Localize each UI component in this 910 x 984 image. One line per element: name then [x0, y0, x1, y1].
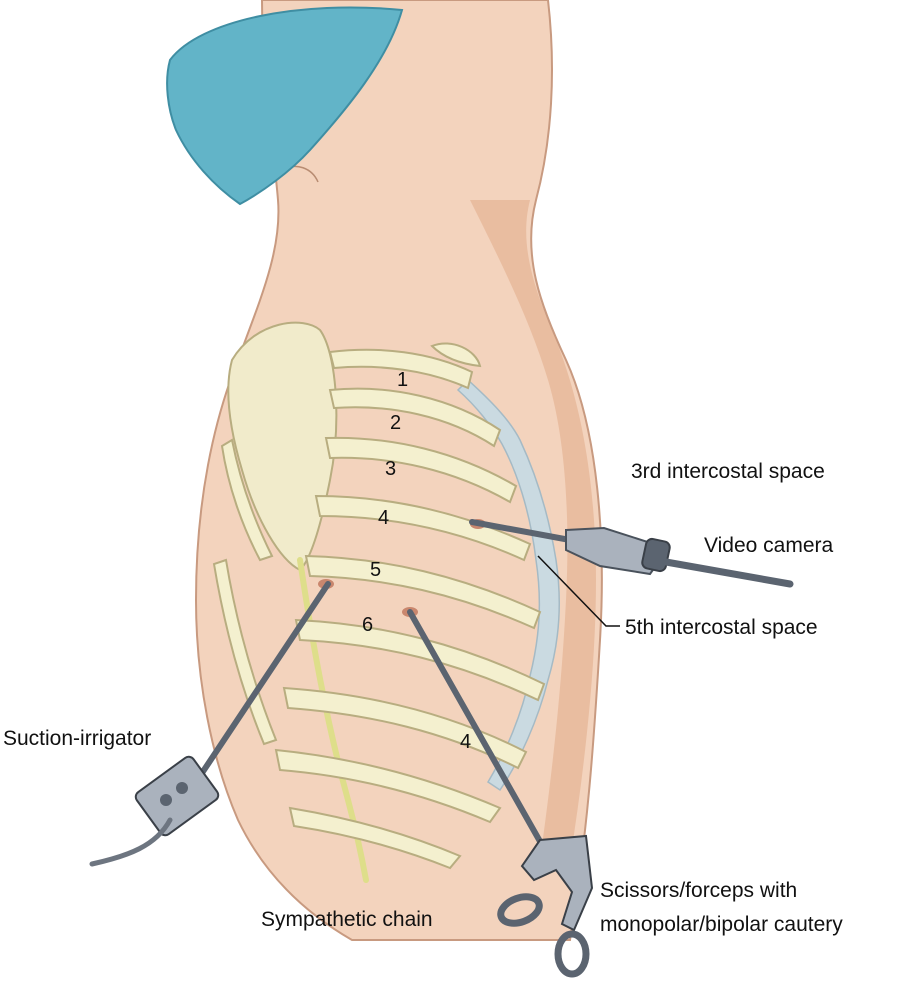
rib-8: [274, 748, 502, 824]
rib-back-lower: [212, 558, 278, 746]
rib-number-4-anterior: 4: [460, 731, 471, 753]
label-scissors-line-2: monopolar/bipolar cautery: [600, 913, 843, 936]
scissors-forceps-instrument: [407, 609, 594, 978]
rib-number-4: 4: [378, 507, 389, 529]
suction-shaft: [193, 581, 331, 785]
rib-1: [328, 348, 474, 390]
camera-cable: [662, 558, 794, 588]
suction-button-1: [160, 794, 172, 806]
rib-2: [328, 387, 502, 448]
labels: 3rd intercostal space Video camera 5th i…: [3, 460, 843, 936]
scissors-shaft: [407, 609, 549, 855]
label-video-camera: Video camera: [704, 534, 834, 557]
label-scissors-line-1: Scissors/forceps with: [600, 879, 797, 902]
rib-6: [294, 618, 546, 702]
rib-number-2: 2: [390, 412, 401, 434]
scissors-ring-left: [497, 893, 543, 927]
rib-5: [304, 554, 542, 630]
rib-number-1: 1: [397, 369, 408, 391]
rib-back-upper: [220, 438, 274, 562]
surgical-drape: [166, 6, 404, 206]
rib-4: [314, 494, 532, 562]
rib-3: [324, 436, 518, 504]
rib-cage: [212, 342, 546, 870]
torso-shadow: [470, 200, 596, 860]
suction-handle: [134, 755, 220, 837]
rib-number-6: 6: [362, 614, 373, 636]
scapula: [227, 321, 338, 572]
scissors-handle: [520, 834, 594, 932]
suction-tubing: [89, 817, 173, 867]
rib-1-tip: [430, 342, 482, 368]
rib-number-3: 3: [385, 458, 396, 480]
video-camera-instrument: [469, 519, 794, 588]
leader-line-5th-intercostal: [537, 555, 620, 627]
rib-7: [282, 686, 528, 770]
rib-9: [288, 806, 462, 870]
label-sympathetic-chain: Sympathetic chain: [261, 908, 433, 931]
suction-button-2: [176, 782, 188, 794]
camera-coupler: [641, 537, 671, 573]
label-5th-intercostal-space: 5th intercostal space: [625, 616, 818, 639]
rib-number-5: 5: [370, 559, 381, 581]
scissors-ring-lower: [554, 930, 590, 978]
rib-number-labels: 1 2 3 4 5 6 4: [362, 369, 471, 753]
suction-irrigator-instrument: [89, 581, 331, 867]
camera-shaft: [469, 519, 573, 543]
label-suction-irrigator: Suction-irrigator: [3, 727, 151, 750]
label-3rd-intercostal-space: 3rd intercostal space: [631, 460, 825, 483]
